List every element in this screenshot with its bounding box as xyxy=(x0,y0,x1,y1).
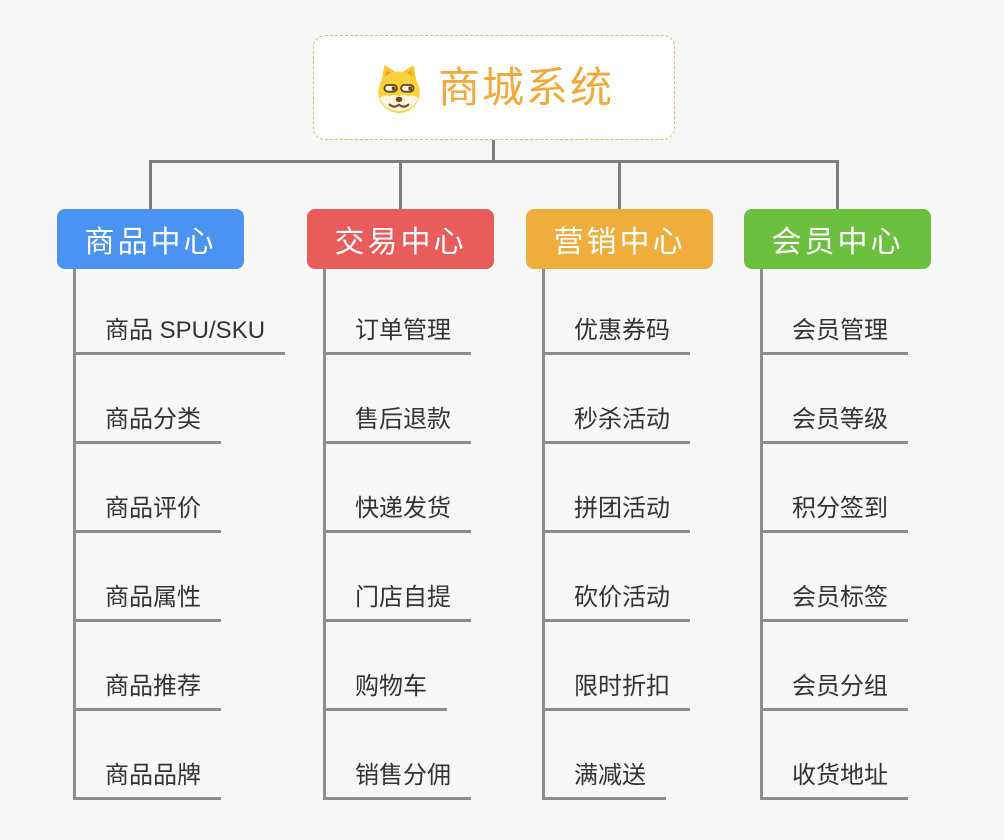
branch-drop-line-2 xyxy=(399,160,402,211)
leaf-node[interactable]: 限时折扣 xyxy=(542,671,690,711)
branch-node-4[interactable]: 会员中心 xyxy=(744,209,931,269)
branch-column-2: 交易中心订单管理售后退款快递发货门店自提购物车销售分佣 xyxy=(307,209,494,800)
branch-connector-hline xyxy=(149,160,839,163)
branch-trunk-line xyxy=(542,269,545,800)
branch-trunk-line xyxy=(323,269,326,800)
leaf-node[interactable]: 积分签到 xyxy=(760,493,908,533)
branch-drop-line-1 xyxy=(149,160,152,211)
branch-drop-line-3 xyxy=(618,160,621,211)
leaf-node[interactable]: 商品分类 xyxy=(73,404,221,444)
leaf-node[interactable]: 秒杀活动 xyxy=(542,404,690,444)
leaf-node[interactable]: 门店自提 xyxy=(323,582,471,622)
root-title: 商城系统 xyxy=(437,63,614,111)
branch-node-2[interactable]: 交易中心 xyxy=(307,209,494,269)
branch-drop-line-4 xyxy=(836,160,839,211)
branch-trunk-line xyxy=(73,269,76,800)
leaf-node[interactable]: 砍价活动 xyxy=(542,582,690,622)
leaf-node[interactable]: 订单管理 xyxy=(323,315,471,355)
branch-column-4: 会员中心会员管理会员等级积分签到会员标签会员分组收货地址 xyxy=(744,209,931,800)
leaf-node[interactable]: 满减送 xyxy=(542,760,666,800)
dog-face-icon xyxy=(378,64,420,113)
leaf-node[interactable]: 会员等级 xyxy=(760,404,908,444)
leaf-node[interactable]: 商品推荐 xyxy=(73,671,221,711)
branch-column-1: 商品中心商品 SPU/SKU 商品分类商品评价商品属性商品推荐商品品牌 xyxy=(57,209,286,800)
leaf-node[interactable]: 收货地址 xyxy=(760,760,908,800)
leaf-node[interactable]: 会员管理 xyxy=(760,315,908,355)
branch-node-3[interactable]: 营销中心 xyxy=(526,209,713,269)
root-node[interactable]: 商城系统 xyxy=(313,35,675,140)
leaf-node[interactable]: 快递发货 xyxy=(323,493,471,533)
leaf-node[interactable]: 购物车 xyxy=(323,671,447,711)
leaf-node[interactable]: 商品评价 xyxy=(73,493,221,533)
branch-node-1[interactable]: 商品中心 xyxy=(57,209,244,269)
leaf-node[interactable]: 售后退款 xyxy=(323,404,471,444)
leaf-node[interactable]: 拼团活动 xyxy=(542,493,690,533)
leaf-node[interactable]: 商品品牌 xyxy=(73,760,221,800)
leaf-node[interactable]: 商品属性 xyxy=(73,582,221,622)
branch-column-3: 营销中心优惠券码秒杀活动拼团活动砍价活动限时折扣满减送 xyxy=(526,209,713,800)
root-stem-line xyxy=(492,138,495,162)
leaf-node[interactable]: 销售分佣 xyxy=(323,760,471,800)
branch-trunk-line xyxy=(760,269,763,800)
leaf-node[interactable]: 会员标签 xyxy=(760,582,908,622)
leaf-node[interactable]: 优惠券码 xyxy=(542,315,690,355)
leaf-node[interactable]: 会员分组 xyxy=(760,671,908,711)
leaf-node[interactable]: 商品 SPU/SKU xyxy=(73,315,286,355)
